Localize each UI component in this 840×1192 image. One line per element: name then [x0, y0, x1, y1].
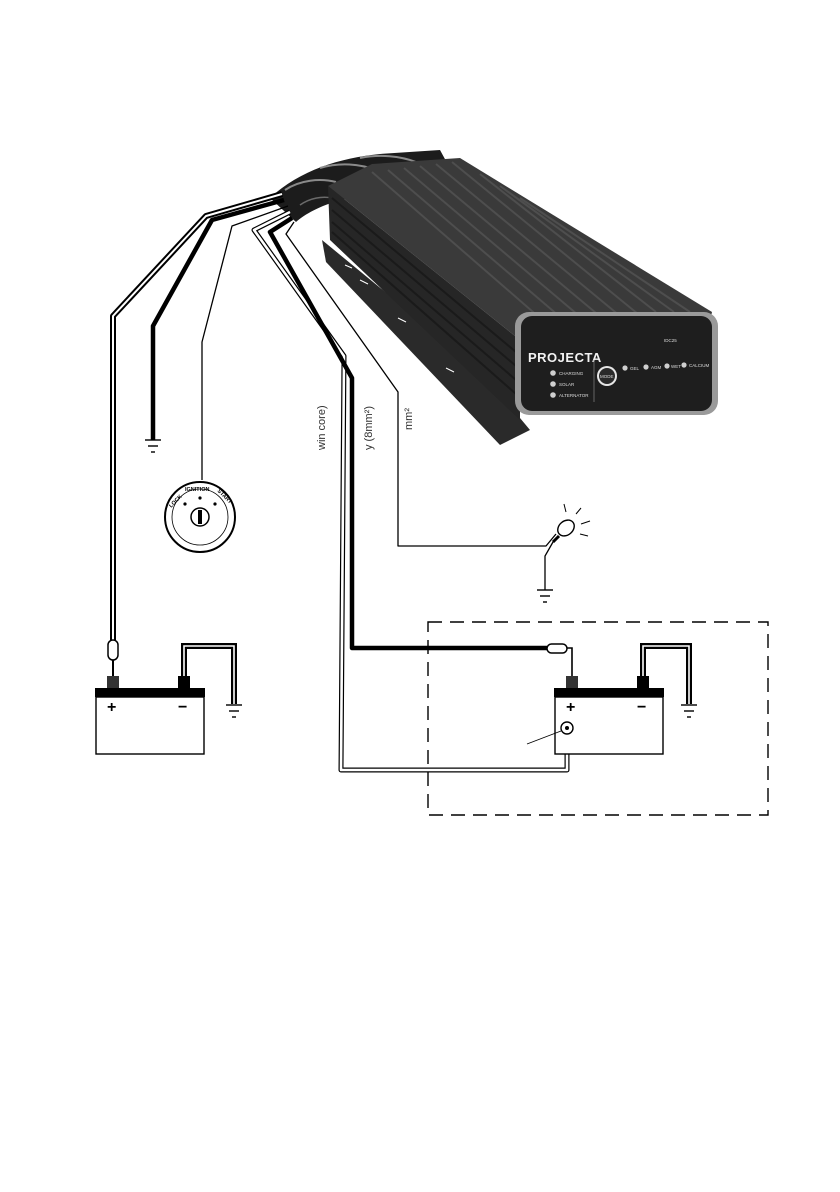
ground-icon [681, 705, 697, 717]
led-indicator [550, 392, 556, 398]
charger-model: IDC25 [664, 338, 677, 343]
fuse-icon [108, 640, 118, 660]
led-indicator [550, 381, 556, 387]
wire-main-battery-positive [113, 194, 282, 640]
dc-charger-unit: PROJECTA IDC25 CHARGING SOLAR ALTERNATOR… [322, 158, 718, 445]
mode-button[interactable]: MODE [597, 366, 617, 386]
battery-minus-label: − [178, 699, 187, 716]
charger-brand: PROJECTA [528, 350, 602, 365]
auxiliary-battery: + − [527, 644, 689, 754]
ignition-switch-icon: LOCK IGNITION START [165, 482, 235, 552]
fuse-icon [547, 644, 567, 653]
led-indicator [622, 365, 627, 370]
label-twin-core: win core) [316, 405, 328, 451]
led-indicator [643, 364, 648, 369]
ignition-label-ignition: IGNITION [185, 487, 209, 493]
mode-button-label: MODE [600, 374, 614, 379]
lamp-icon [545, 504, 590, 590]
indicator-label-solar: SOLAR [559, 382, 575, 387]
led-indicator [664, 363, 669, 368]
indicator-label-charging: CHARGING [559, 371, 584, 376]
main-battery: + − [95, 640, 234, 754]
indicator-label-alternator: ALTERNATOR [559, 393, 589, 398]
wire-ignition [202, 206, 288, 480]
battery-plus-label: + [566, 699, 575, 716]
label-mm: mm² [403, 408, 415, 430]
indicator-label-gel: GEL [630, 366, 640, 371]
indicator-label-wet: WET [671, 364, 681, 369]
ground-icon [537, 590, 553, 602]
label-8mm: y (8mm²) [363, 406, 375, 450]
ground-icon [145, 440, 161, 452]
battery-plus-label: + [107, 699, 116, 716]
ground-icon [226, 705, 242, 717]
battery-minus-label: − [637, 699, 646, 716]
indicator-label-agm: AGM [651, 365, 662, 370]
indicator-label-calcium: CALCIUM [689, 363, 710, 368]
led-indicator [681, 362, 686, 367]
led-indicator [550, 370, 556, 376]
wire-ground [153, 200, 284, 440]
